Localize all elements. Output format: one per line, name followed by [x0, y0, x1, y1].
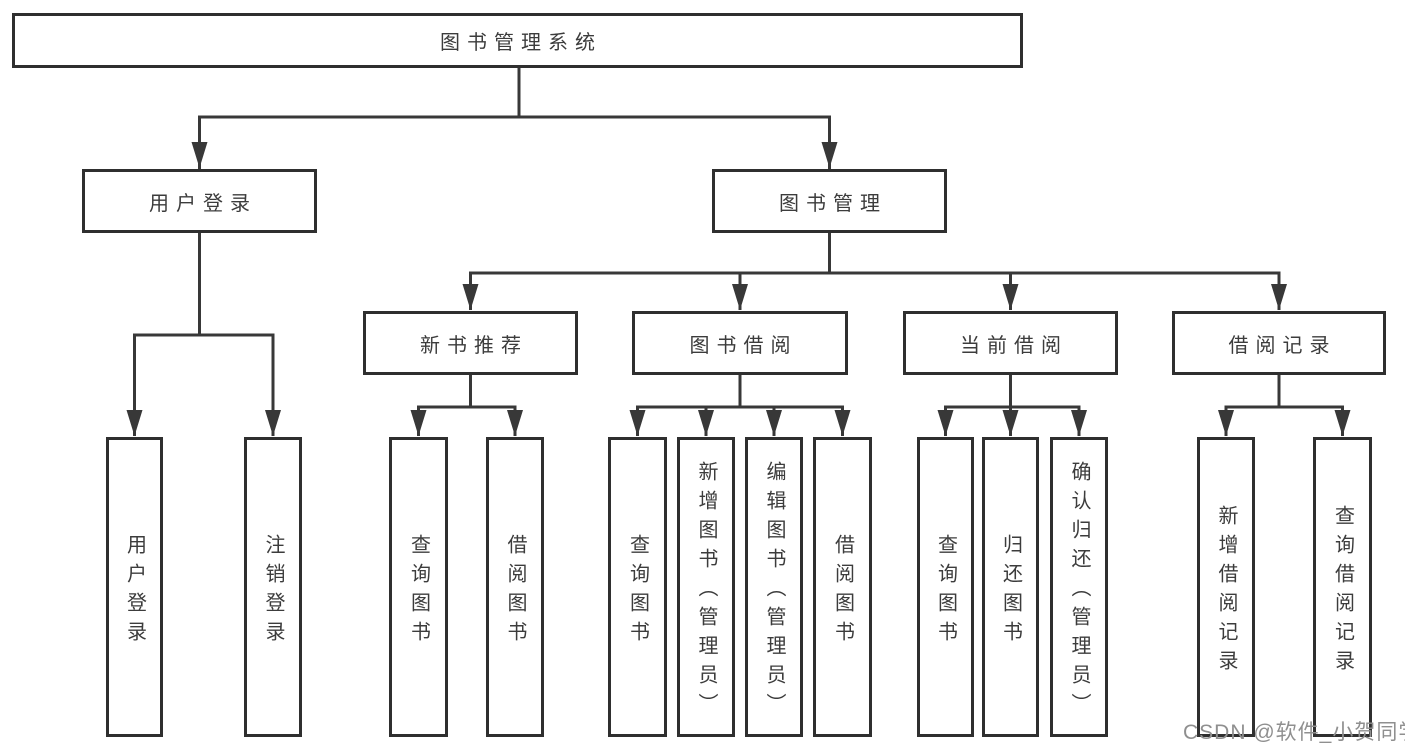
node-book-borrow: 图书借阅	[632, 311, 848, 375]
leaf-logout-login: 注销登录	[244, 437, 302, 737]
leaf-borrow-edit-book-admin: 编辑图书（管理员）	[745, 437, 803, 737]
leaf-borrow-query-book-label: 查询图书	[626, 533, 649, 650]
leaf-user-login-label: 用户登录	[123, 533, 146, 650]
leaf-current-return-book: 归还图书	[982, 437, 1039, 737]
leaf-current-query-book: 查询图书	[917, 437, 974, 737]
leaf-current-query-book-label: 查询图书	[934, 533, 957, 650]
node-book-management: 图书管理	[712, 169, 947, 233]
leaf-current-confirm-return-admin-label: 确认归还（管理员）	[1068, 461, 1090, 722]
leaf-borrow-borrow-book: 借阅图书	[813, 437, 872, 737]
node-borrow-records: 借阅记录	[1172, 311, 1386, 375]
node-root: 图书管理系统	[12, 13, 1023, 68]
leaf-records-add-record: 新增借阅记录	[1197, 437, 1255, 737]
node-book-management-label: 图书管理	[779, 192, 887, 215]
leaf-records-query-record: 查询借阅记录	[1313, 437, 1372, 737]
node-root-label: 图书管理系统	[440, 32, 602, 54]
leaf-borrow-query-book: 查询图书	[608, 437, 667, 737]
node-book-borrow-label: 图书借阅	[689, 334, 798, 357]
leaf-records-query-record-label: 查询借阅记录	[1331, 504, 1354, 679]
node-borrow-records-label: 借阅记录	[1228, 334, 1337, 357]
leaf-borrow-borrow-book-label: 借阅图书	[831, 533, 854, 650]
node-current-borrow: 当前借阅	[903, 311, 1118, 375]
connector-lines	[133, 68, 1344, 436]
leaf-current-confirm-return-admin: 确认归还（管理员）	[1050, 437, 1108, 737]
node-new-book-recommend-label: 新书推荐	[420, 334, 528, 357]
node-new-book-recommend: 新书推荐	[363, 311, 578, 375]
node-user-login-label: 用户登录	[149, 192, 257, 215]
leaf-current-return-book-label: 归还图书	[999, 533, 1022, 650]
leaf-user-login: 用户登录	[106, 437, 163, 737]
leaf-borrow-add-book-admin: 新增图书（管理员）	[677, 437, 735, 737]
leaf-borrow-add-book-admin-label: 新增图书（管理员）	[695, 461, 717, 722]
leaf-logout-login-label: 注销登录	[262, 533, 284, 650]
leaf-recommend-query-book: 查询图书	[389, 437, 448, 737]
node-user-login: 用户登录	[82, 169, 317, 233]
watermark-text: CSDN @软件_小贺同学	[1183, 721, 1405, 744]
arrowhead-icons	[126, 142, 1351, 436]
leaf-records-add-record-label: 新增借阅记录	[1215, 504, 1237, 679]
node-current-borrow-label: 当前借阅	[960, 334, 1068, 357]
leaf-borrow-edit-book-admin-label: 编辑图书（管理员）	[763, 461, 785, 722]
leaf-recommend-borrow-book-label: 借阅图书	[504, 533, 526, 650]
leaf-recommend-query-book-label: 查询图书	[407, 533, 430, 650]
leaf-recommend-borrow-book: 借阅图书	[486, 437, 544, 737]
